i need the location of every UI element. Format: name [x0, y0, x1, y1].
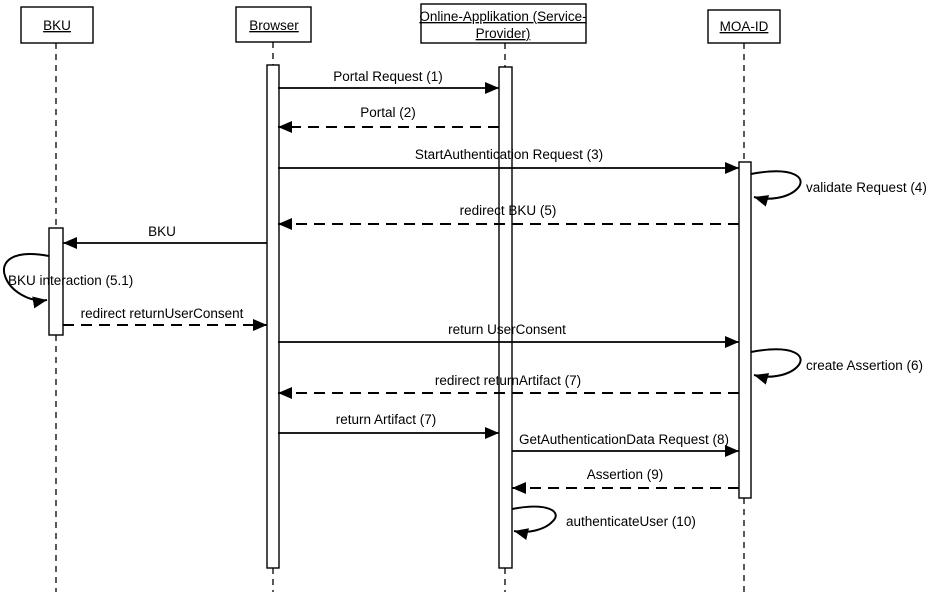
message-label-redirect-bku: redirect BKU (5) [460, 203, 557, 218]
message-label-validate-request: validate Request (4) [806, 180, 927, 195]
activation-bku [48, 227, 64, 336]
self-message-create-assertion [750, 348, 802, 385]
message-label-authenticateuser: authenticateUser (10) [566, 514, 696, 529]
actor-label-browser: Browser [249, 18, 299, 33]
message-label-bku: BKU [148, 224, 176, 239]
message-label-return-userconsent: return UserConsent [448, 322, 566, 337]
actor-label-online-applikation-line1: Online-Applikation (Service- [419, 9, 586, 24]
message-label-redirect-returnuserconsent: redirect returnUserConsent [81, 306, 244, 321]
message-label-assertion: Assertion (9) [587, 467, 664, 482]
message-label-getauthenticationdata-request: GetAuthenticationData Request (8) [519, 432, 729, 447]
message-label-redirect-returnartifact: redirect returnArtifact (7) [435, 373, 581, 388]
actor-online-applikation: Online-Applikation (Service- Provider) [419, 3, 587, 44]
message-label-bku-interaction: BKU interaction (5.1) [8, 273, 133, 288]
message-label-return-artifact: return Artifact (7) [336, 412, 437, 427]
actor-label-online-applikation-line2: Provider) [476, 26, 531, 41]
self-message-authenticateuser [511, 505, 557, 540]
actor-box-moa-id [707, 9, 781, 44]
actor-label-moa-id: MOA-ID [720, 19, 769, 34]
message-label-portal: Portal (2) [360, 105, 416, 120]
activation-browser [266, 64, 280, 569]
activation-moa-id [738, 161, 752, 499]
actor-box-online-applikation [420, 3, 587, 44]
self-message-validate-request [750, 170, 802, 207]
message-label-create-assertion: create Assertion (6) [806, 358, 923, 373]
activation-online-applikation [498, 66, 513, 569]
actor-moa-id: MOA-ID [707, 9, 781, 44]
message-label-portal-request: Portal Request (1) [333, 69, 443, 84]
message-label-startauthentication-request: StartAuthentication Request (3) [415, 147, 603, 162]
actor-browser: Browser [235, 6, 312, 43]
actor-box-browser [235, 6, 312, 43]
actor-bku: BKU [20, 6, 94, 44]
actor-box-bku [20, 6, 94, 44]
actor-label-bku: BKU [43, 18, 71, 33]
self-message-bku-interaction [2, 253, 50, 309]
